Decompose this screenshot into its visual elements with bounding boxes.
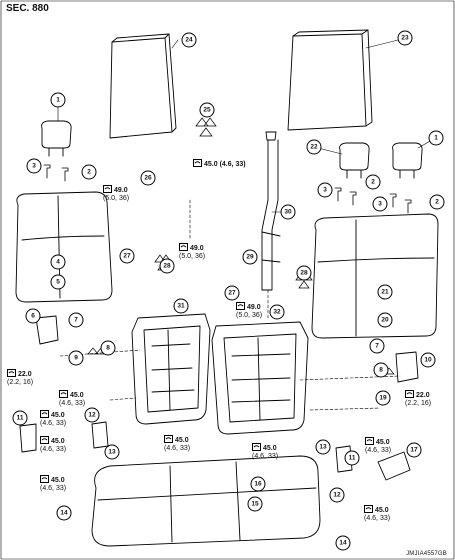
torque-spec: 45.0(4.6, 33) [365,437,392,454]
side-cover-right [395,351,419,383]
callout-24: 24 [181,32,197,48]
callout-3: 3 [317,182,333,198]
callout-20: 20 [377,312,393,328]
callout-9: 9 [68,350,84,366]
callout-3: 3 [372,196,388,212]
callout-10: 10 [420,352,436,368]
callout-14: 14 [335,535,351,551]
seat-cushion [91,455,321,547]
callout-25: 25 [199,102,215,118]
torque-spec: 45.0 (4.6, 33) [193,159,246,169]
callout-11: 11 [344,450,360,466]
headrest-center [339,142,370,179]
torque-wrench-icon [236,302,245,310]
torque-spec: 45.0(4.6, 33) [252,443,279,460]
callout-1: 1 [428,130,444,146]
callout-1: 1 [50,92,66,108]
callout-17: 17 [406,442,422,458]
callout-19: 19 [375,390,391,406]
seat-frame-right [211,321,309,435]
callout-11: 11 [12,410,28,426]
callout-7: 7 [369,338,385,354]
callout-13: 13 [104,444,120,460]
callout-28: 28 [159,258,175,274]
torque-spec: 45.0(4.6, 33) [40,410,67,427]
torque-wrench-icon [40,436,49,444]
callout-12: 12 [329,487,345,503]
torque-spec: 22.0(2.2, 16) [7,369,34,386]
figure-code: JMJIA4557GB [406,551,447,557]
torque-wrench-icon [7,369,16,377]
callout-29: 29 [242,249,258,265]
torque-spec: 45.0(4.6, 33) [59,390,86,407]
callout-16: 16 [250,476,266,492]
callout-30: 30 [280,204,296,220]
torque-wrench-icon [365,437,374,445]
callout-12: 12 [84,407,100,423]
section-number: SEC. 880 [6,3,49,14]
callout-13: 13 [315,439,331,455]
torque-wrench-icon [252,443,261,451]
callout-2: 2 [365,174,381,190]
seatback-right [311,213,439,339]
torque-spec: 45.0(4.6, 33) [40,436,67,453]
torque-wrench-icon [164,435,173,443]
callout-3: 3 [26,158,42,174]
callout-4: 4 [50,254,66,270]
callout-26: 26 [140,170,156,186]
callout-31: 31 [173,298,189,314]
seat-belt-retractor [261,131,281,291]
torque-spec: 45.0(4.6, 33) [40,475,67,492]
torque-spec: 49.0(5.0, 36) [103,185,130,202]
torque-wrench-icon [405,390,414,398]
callout-27: 27 [224,285,240,301]
callout-14: 14 [56,505,72,521]
torque-wrench-icon [40,475,49,483]
torque-spec: 22.0(2.2, 16) [405,390,432,407]
callout-6: 6 [25,308,41,324]
torque-spec: 49.0(5.0, 36) [179,243,206,260]
seatback-trim-cover-right [287,29,373,131]
callout-8: 8 [100,340,116,356]
callout-32: 32 [269,304,285,320]
callout-2: 2 [81,164,97,180]
callout-21: 21 [377,284,393,300]
seatback-trim-cover-left [109,33,177,139]
callout-23: 23 [397,30,413,46]
callout-28: 28 [296,265,312,281]
torque-wrench-icon [40,410,49,418]
torque-wrench-icon [179,243,188,251]
torque-spec: 45.0(4.6, 33) [364,505,391,522]
torque-wrench-icon [59,390,68,398]
callout-15: 15 [247,496,263,512]
callout-5: 5 [50,274,66,290]
torque-spec: 45.0(4.6, 33) [164,435,191,452]
callout-8: 8 [373,362,389,378]
seat-frame-left [131,313,211,425]
callout-27: 27 [119,248,135,264]
callout-2: 2 [429,194,445,210]
callout-7: 7 [68,312,84,328]
side-cover-left [35,315,59,345]
torque-wrench-icon [364,505,373,513]
headrest-left [41,120,72,157]
torque-spec: 49.0(5.0, 36) [236,302,263,319]
headrest-right [392,142,423,179]
callout-22: 22 [306,139,322,155]
torque-wrench-icon [103,185,112,193]
torque-wrench-icon [193,159,202,167]
